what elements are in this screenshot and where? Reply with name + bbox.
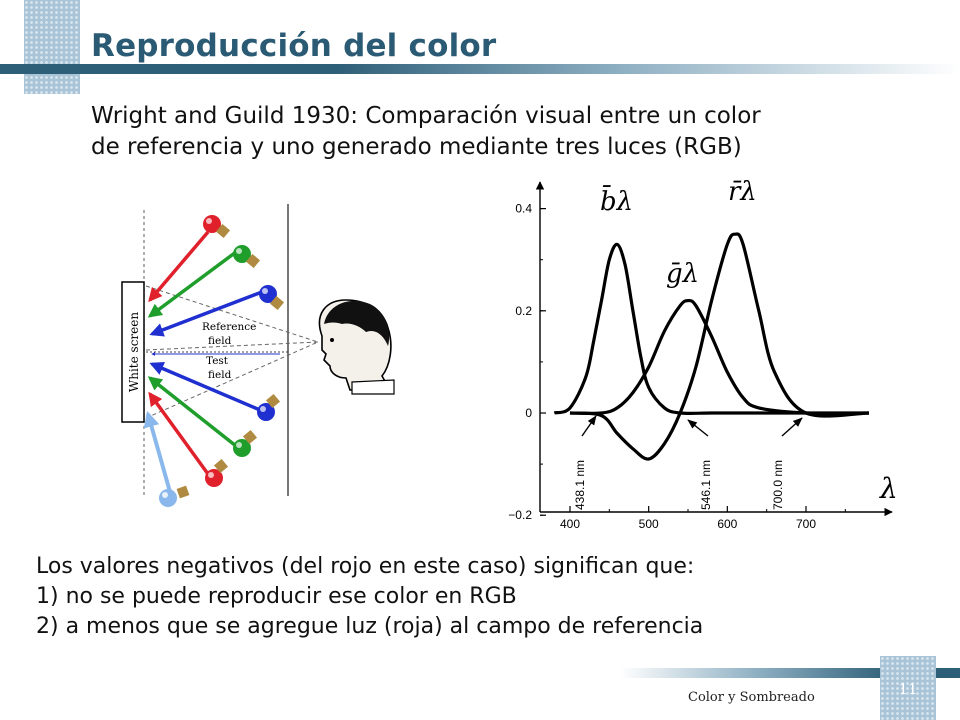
sight-line: [145, 341, 319, 351]
annotation-label: 700.0 nm: [771, 460, 785, 510]
footer-text: Color y Sombreado: [688, 690, 815, 705]
green-light-arrow: [147, 376, 238, 448]
b-bar-label: b̄λ: [600, 184, 633, 217]
white-screen: [121, 281, 145, 423]
x-tick-label: 400: [560, 517, 580, 531]
note-line: 1) no se puede reproducir ese color en R…: [36, 584, 517, 609]
title-corner-decoration: [24, 0, 80, 94]
white-screen-label: White screen: [127, 312, 141, 392]
blue-light-arrow: [149, 361, 261, 412]
r-bar-curve: [569, 232, 869, 461]
green-light-arrow: [147, 250, 238, 318]
subtitle-line: Wright and Guild 1930: Comparación visua…: [91, 103, 761, 129]
y-tick-label: 0.4: [515, 202, 532, 216]
color-matching-experiment-diagram: White screen Reference field Test field: [121, 204, 395, 507]
sight-line: [145, 285, 319, 343]
b-bar-curve: [553, 242, 869, 415]
x-tick-label: 600: [717, 517, 737, 531]
annotation-arrow: [687, 419, 709, 437]
y-tick-label: 0: [525, 406, 532, 420]
red-light-arrow: [148, 230, 210, 303]
slide-title: Reproducción del color: [91, 28, 497, 64]
reference-field-label: Reference: [202, 321, 256, 333]
page-number: 11: [898, 680, 918, 698]
observer-head-icon: [318, 299, 395, 395]
blue-lamp-icon: [259, 285, 285, 311]
subtitle: Wright and Guild 1930: Comparación visua…: [91, 101, 891, 163]
annotation-arrow: [581, 415, 597, 437]
subtitle-line: de referencia y uno generado mediante tr…: [91, 134, 742, 160]
annotation-label: 546.1 nm: [699, 460, 713, 510]
note-line: Los valores negativos (del rojo en este …: [36, 554, 695, 579]
light-blue-lamp-icon: [159, 485, 190, 507]
note-line: 2) a menos que se agregue luz (roja) al …: [36, 614, 704, 639]
green-lamp-icon: [233, 429, 258, 457]
reference-field-label: field: [208, 335, 232, 347]
x-tick-label: 500: [639, 517, 659, 531]
green-lamp-icon: [233, 245, 261, 269]
sight-line: [145, 341, 319, 419]
test-field-label: Test: [206, 355, 229, 367]
explanation-notes: Los valores negativos (del rojo en este …: [36, 552, 916, 642]
red-light-arrow: [148, 391, 210, 476]
red-lamp-icon: [205, 458, 229, 487]
page-number-block: [880, 656, 936, 720]
title-underline-bar: [0, 64, 960, 74]
test-field-label: field: [208, 369, 232, 381]
red-lamp-icon: [203, 215, 231, 239]
y-tick-label: −0.2: [508, 508, 532, 522]
blue-lamp-icon: [257, 393, 281, 421]
light-blue-light-arrow: [143, 410, 172, 493]
x-tick-label: 700: [796, 517, 816, 531]
y-tick-label: 0.2: [515, 304, 532, 318]
g-bar-label: ḡλ: [666, 259, 699, 289]
annotation-arrow: [781, 417, 803, 437]
footer-bar: [620, 668, 960, 678]
color-matching-functions-chart: 0.4 0.2 0 −0.2 400 500 600 700 b̄λ ḡλ r̄λ 438.1 nm 5…: [508, 177, 898, 531]
blue-light-arrow: [149, 290, 263, 337]
g-bar-curve: [569, 298, 869, 415]
r-bar-label: r̄λ: [728, 177, 757, 207]
annotation-label: 438.1 nm: [573, 460, 587, 510]
x-axis-label: λ: [879, 472, 898, 505]
